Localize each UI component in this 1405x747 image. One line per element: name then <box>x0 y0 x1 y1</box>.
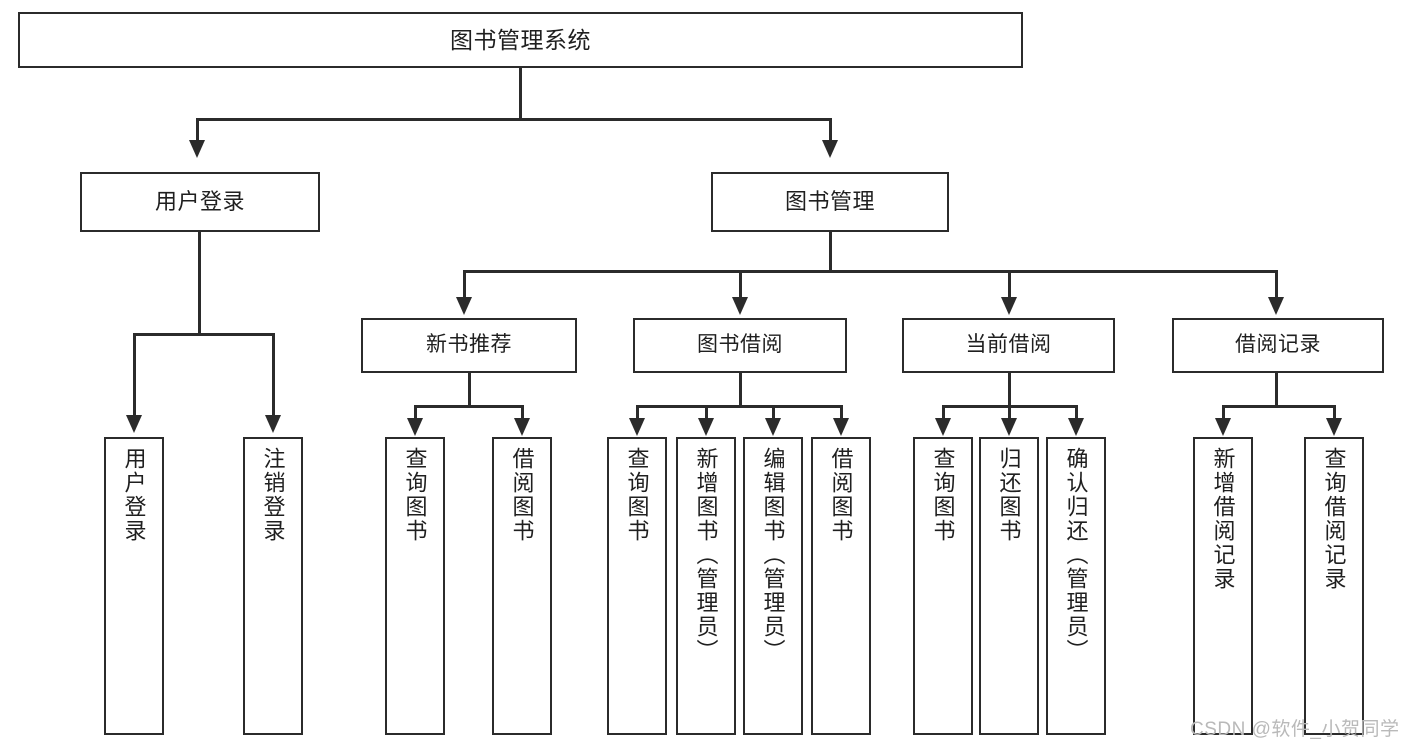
node-root-system[interactable]: 图书管理系统 <box>18 12 1023 68</box>
connector-root-to-book-manage <box>829 118 832 144</box>
node-new-book-recommend[interactable]: 新书推荐 <box>361 318 577 373</box>
connector-bb-to-leaf-4 <box>840 405 843 421</box>
watermark-text: CSDN @软件_小贺同学 <box>1190 719 1400 740</box>
node-borrow-record[interactable]: 借阅记录 <box>1172 318 1384 373</box>
connector-bm-to-book-borrow <box>739 270 742 300</box>
connector-root-stem <box>519 68 522 120</box>
connector-root-bar <box>196 118 832 121</box>
node-label: 新增借阅记录 <box>1210 447 1236 591</box>
leaf-user-login-login[interactable]: 用户登录 <box>104 437 164 735</box>
leaf-new-book-borrow[interactable]: 借阅图书 <box>492 437 552 735</box>
leaf-current-borrow-return[interactable]: 归还图书 <box>979 437 1039 735</box>
connector-user-login-to-leaf-2 <box>272 333 275 419</box>
arrow-bb-to-leaf-3 <box>765 418 781 436</box>
arrow-user-login-to-leaf-2 <box>265 415 281 433</box>
node-label: 注销登录 <box>260 447 286 543</box>
leaf-borrow-record-query[interactable]: 查询借阅记录 <box>1304 437 1364 735</box>
arrow-root-to-book-manage <box>822 140 838 158</box>
arrow-bb-to-leaf-1 <box>629 418 645 436</box>
arrow-bm-to-current-borrow <box>1001 297 1017 315</box>
connector-cb-to-leaf-2 <box>1008 405 1011 421</box>
connector-cb-to-leaf-3 <box>1075 405 1078 421</box>
node-book-management[interactable]: 图书管理 <box>711 172 949 232</box>
node-label: 借阅图书 <box>828 447 854 543</box>
arrow-bm-to-new-book <box>456 297 472 315</box>
connector-new-book-to-leaf-2 <box>521 405 524 421</box>
arrow-bb-to-leaf-4 <box>833 418 849 436</box>
leaf-book-borrow-query[interactable]: 查询图书 <box>607 437 667 735</box>
node-label: 图书管理 <box>784 189 875 215</box>
connector-new-book-stem <box>468 373 471 407</box>
node-label: 新书推荐 <box>426 333 512 357</box>
node-label: 用户登录 <box>154 189 245 215</box>
leaf-new-book-query[interactable]: 查询图书 <box>385 437 445 735</box>
arrow-new-book-to-leaf-2 <box>514 418 530 436</box>
node-label: 当前借阅 <box>965 333 1052 357</box>
connector-bm-to-current-borrow <box>1008 270 1011 300</box>
connector-bb-to-leaf-2 <box>705 405 708 421</box>
arrow-bm-to-borrow-record <box>1268 297 1284 315</box>
arrow-cb-to-leaf-3 <box>1068 418 1084 436</box>
node-label: 借阅记录 <box>1235 333 1321 357</box>
connector-bb-to-leaf-3 <box>772 405 775 421</box>
node-label: 图书借阅 <box>697 333 783 357</box>
leaf-book-borrow-borrow[interactable]: 借阅图书 <box>811 437 871 735</box>
arrow-new-book-to-leaf-1 <box>407 418 423 436</box>
connector-borrow-record-bar <box>1222 405 1336 408</box>
node-label: 借阅图书 <box>509 447 535 543</box>
leaf-borrow-record-add[interactable]: 新增借阅记录 <box>1193 437 1253 735</box>
node-book-borrow[interactable]: 图书借阅 <box>633 318 847 373</box>
connector-borrow-record-stem <box>1275 373 1278 407</box>
connector-book-borrow-bar <box>636 405 843 408</box>
node-label: 查询图书 <box>402 447 428 543</box>
connector-book-borrow-stem <box>739 373 742 407</box>
connector-br-to-leaf-2 <box>1333 405 1336 421</box>
connector-user-login-stem <box>198 232 201 335</box>
arrow-root-to-user-login <box>189 140 205 158</box>
connector-br-to-leaf-1 <box>1222 405 1225 421</box>
leaf-current-borrow-confirm-return[interactable]: 确认归还（管理员） <box>1046 437 1106 735</box>
connector-bb-to-leaf-1 <box>636 405 639 421</box>
node-label: 查询图书 <box>624 447 650 543</box>
node-label: 新增图书（管理员） <box>693 447 719 663</box>
arrow-br-to-leaf-1 <box>1215 418 1231 436</box>
connector-user-login-to-leaf-1 <box>133 333 136 419</box>
node-current-borrow[interactable]: 当前借阅 <box>902 318 1115 373</box>
connector-user-login-bar <box>133 333 275 336</box>
arrow-cb-to-leaf-2 <box>1001 418 1017 436</box>
leaf-current-borrow-query[interactable]: 查询图书 <box>913 437 973 735</box>
node-label: 归还图书 <box>996 447 1022 543</box>
node-label: 用户登录 <box>121 447 147 543</box>
arrow-br-to-leaf-2 <box>1326 418 1342 436</box>
arrow-bb-to-leaf-2 <box>698 418 714 436</box>
connector-book-management-stem <box>829 232 832 272</box>
node-label: 编辑图书（管理员） <box>760 447 786 663</box>
arrow-bm-to-book-borrow <box>732 297 748 315</box>
connector-bm-to-new-book <box>463 270 466 300</box>
connector-bm-to-borrow-record <box>1275 270 1278 300</box>
node-label: 确认归还（管理员） <box>1063 447 1089 663</box>
node-label: 查询图书 <box>930 447 956 543</box>
connector-new-book-to-leaf-1 <box>414 405 417 421</box>
node-user-login[interactable]: 用户登录 <box>80 172 320 232</box>
connector-book-management-bar <box>463 270 1278 273</box>
leaf-book-borrow-add[interactable]: 新增图书（管理员） <box>676 437 736 735</box>
connector-current-borrow-stem <box>1008 373 1011 407</box>
node-label: 查询借阅记录 <box>1321 447 1347 591</box>
arrow-cb-to-leaf-1 <box>935 418 951 436</box>
arrow-user-login-to-leaf-1 <box>126 415 142 433</box>
leaf-user-login-logout[interactable]: 注销登录 <box>243 437 303 735</box>
connector-new-book-bar <box>414 405 524 408</box>
node-label: 图书管理系统 <box>450 26 591 53</box>
leaf-book-borrow-edit[interactable]: 编辑图书（管理员） <box>743 437 803 735</box>
connector-cb-to-leaf-1 <box>942 405 945 421</box>
connector-root-to-user-login <box>196 118 199 144</box>
